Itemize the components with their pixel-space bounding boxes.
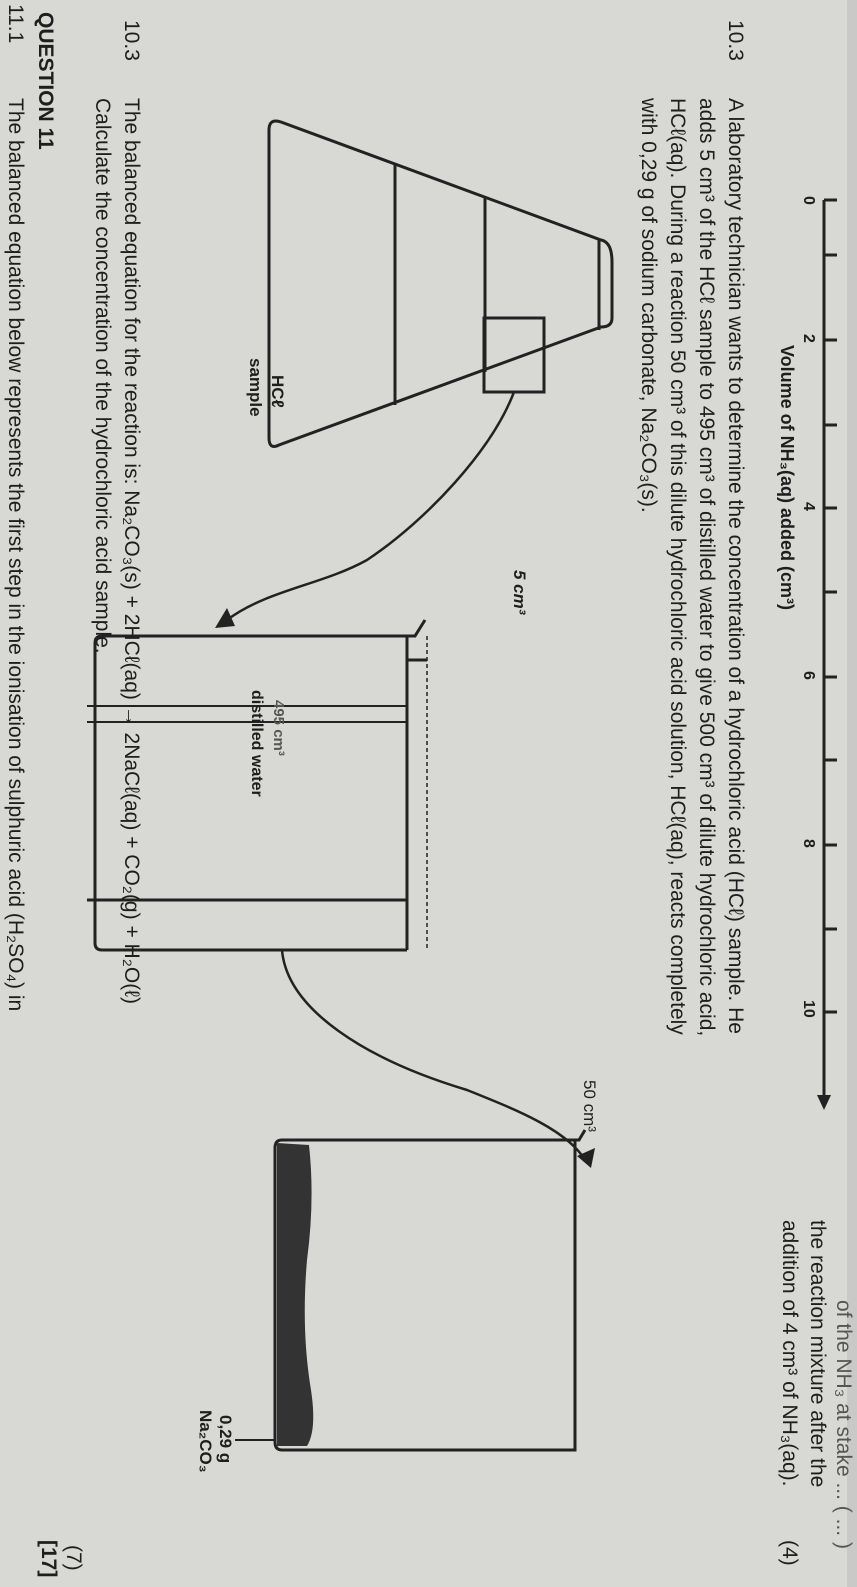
paragraph-line-4: with 0,29 g of sodium carbonate, Na₂CO₃(… bbox=[637, 98, 660, 513]
question-11-text: The balanced equation below represents t… bbox=[4, 98, 27, 1012]
question-number-2: 10.3 bbox=[120, 20, 143, 61]
arrowhead-1 bbox=[215, 608, 235, 628]
transfer-arrow-2 bbox=[280, 949, 587, 1161]
intro-line-2: addition of 4 cm³ of NH₃(aq). bbox=[778, 1220, 801, 1487]
arrowhead-2 bbox=[577, 1148, 595, 1168]
flask-label-1: HCℓ bbox=[268, 375, 287, 408]
beaker-volume: 495 cm³ bbox=[270, 700, 287, 756]
paragraph-line-2: adds 5 cm³ of the HCℓ sample to 495 cm³ … bbox=[695, 98, 718, 1037]
transfer-volume-1: 5 cm³ bbox=[510, 570, 529, 615]
axis-tick-0: 0 bbox=[800, 196, 817, 205]
beaker-label: distilled water bbox=[248, 690, 265, 797]
question-number: 10.3 bbox=[724, 20, 747, 61]
reaction-beaker-icon bbox=[235, 1129, 587, 1452]
axis-label: Volume of NH₃(aq) added (cm³) bbox=[777, 345, 797, 610]
axis-tick-10: 10 bbox=[800, 1000, 817, 1018]
pipette-icon bbox=[482, 316, 546, 394]
flask-icon bbox=[267, 119, 614, 448]
question-total: [17] bbox=[37, 1540, 60, 1578]
flask-label-2: sample bbox=[246, 358, 265, 417]
mass-label: 0,29 g bbox=[216, 1415, 235, 1464]
beaker-icon bbox=[87, 619, 428, 952]
volume-axis bbox=[817, 198, 837, 1110]
paragraph-line-3: HCℓ(aq). During a reaction 50 cm³ of thi… bbox=[666, 98, 689, 1035]
axis-tick-2: 2 bbox=[800, 334, 817, 343]
compound-label: Na₂CO₃ bbox=[196, 1410, 215, 1473]
cut-off-text: of the NH₃ at stake ... ( ... ) bbox=[832, 1300, 855, 1549]
question-marks: (7) bbox=[62, 1545, 85, 1571]
axis-tick-6: 6 bbox=[800, 671, 817, 680]
question-11-heading: QUESTION 11 bbox=[34, 12, 57, 150]
paragraph-line-1: A laboratory technician wants to determi… bbox=[724, 98, 747, 1034]
axis-tick-4: 4 bbox=[800, 502, 817, 511]
transfer-arrow-1 bbox=[226, 391, 516, 622]
transfer-volume-2: 50 cm³ bbox=[580, 1080, 599, 1132]
axis-tick-8: 8 bbox=[800, 839, 817, 848]
intro-line-1: the reaction mixture after the bbox=[806, 1220, 829, 1488]
calculate-line: Calculate the concentration of the hydro… bbox=[91, 98, 114, 654]
intro-marks: (4) bbox=[778, 1540, 801, 1566]
question-11-number: 11.1 bbox=[4, 4, 27, 44]
equation-line: The balanced equation for the reaction i… bbox=[120, 98, 143, 1004]
